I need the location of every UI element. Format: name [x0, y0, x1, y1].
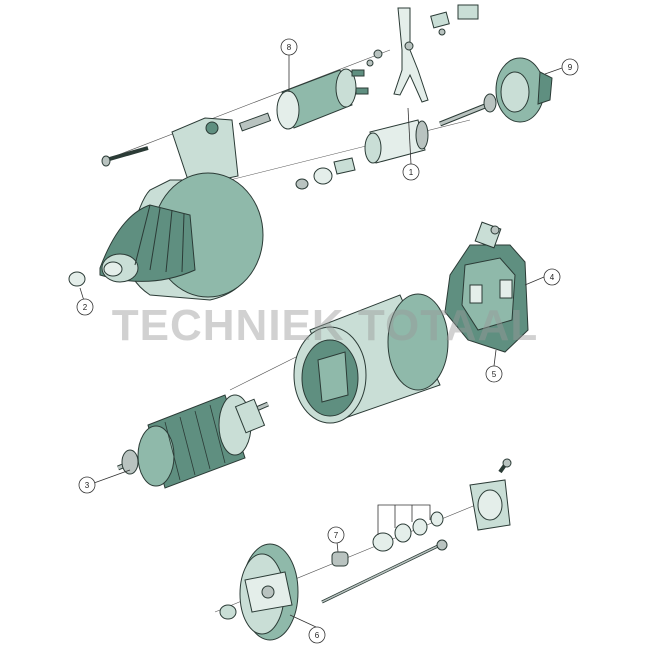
washer-set-part-7: [331, 511, 444, 567]
watermark: TECHNIEK TOTAAL: [112, 301, 538, 350]
end-plate-and-screw: [469, 458, 512, 531]
svg-text:5: 5: [492, 370, 497, 379]
commutator-end-cover-part-6: [219, 539, 448, 641]
svg-text:8: 8: [287, 43, 292, 52]
armature-part-3: [117, 394, 269, 489]
callout-1: 1: [402, 163, 420, 181]
shift-lever-fork: [393, 4, 479, 103]
callout-6: 6: [308, 626, 326, 644]
callout-4: 4: [543, 268, 561, 286]
armature-windings: [164, 404, 226, 481]
svg-text:2: 2: [83, 303, 88, 312]
svg-text:7: 7: [334, 531, 339, 540]
callout-5: 5: [485, 365, 503, 383]
svg-text:6: 6: [315, 631, 320, 640]
stator-yoke: [293, 293, 449, 424]
callout-3: 3: [78, 476, 96, 494]
callout-7: 7: [327, 526, 345, 544]
callout-9: 9: [561, 58, 579, 76]
housing-ribs: [134, 204, 185, 273]
pinion-drive-part-1: [295, 119, 429, 190]
svg-text:4: 4: [550, 273, 555, 282]
drive-end-housing: [68, 117, 264, 301]
drive-shaft-part-9: [439, 57, 553, 127]
brush-holder-part-4: [444, 221, 529, 353]
callout-8: 8: [280, 38, 298, 56]
solenoid-part-8: [101, 49, 383, 167]
svg-text:9: 9: [568, 63, 573, 72]
svg-text:1: 1: [409, 168, 414, 177]
svg-text:3: 3: [85, 481, 90, 490]
callout-2: 2: [76, 298, 94, 316]
